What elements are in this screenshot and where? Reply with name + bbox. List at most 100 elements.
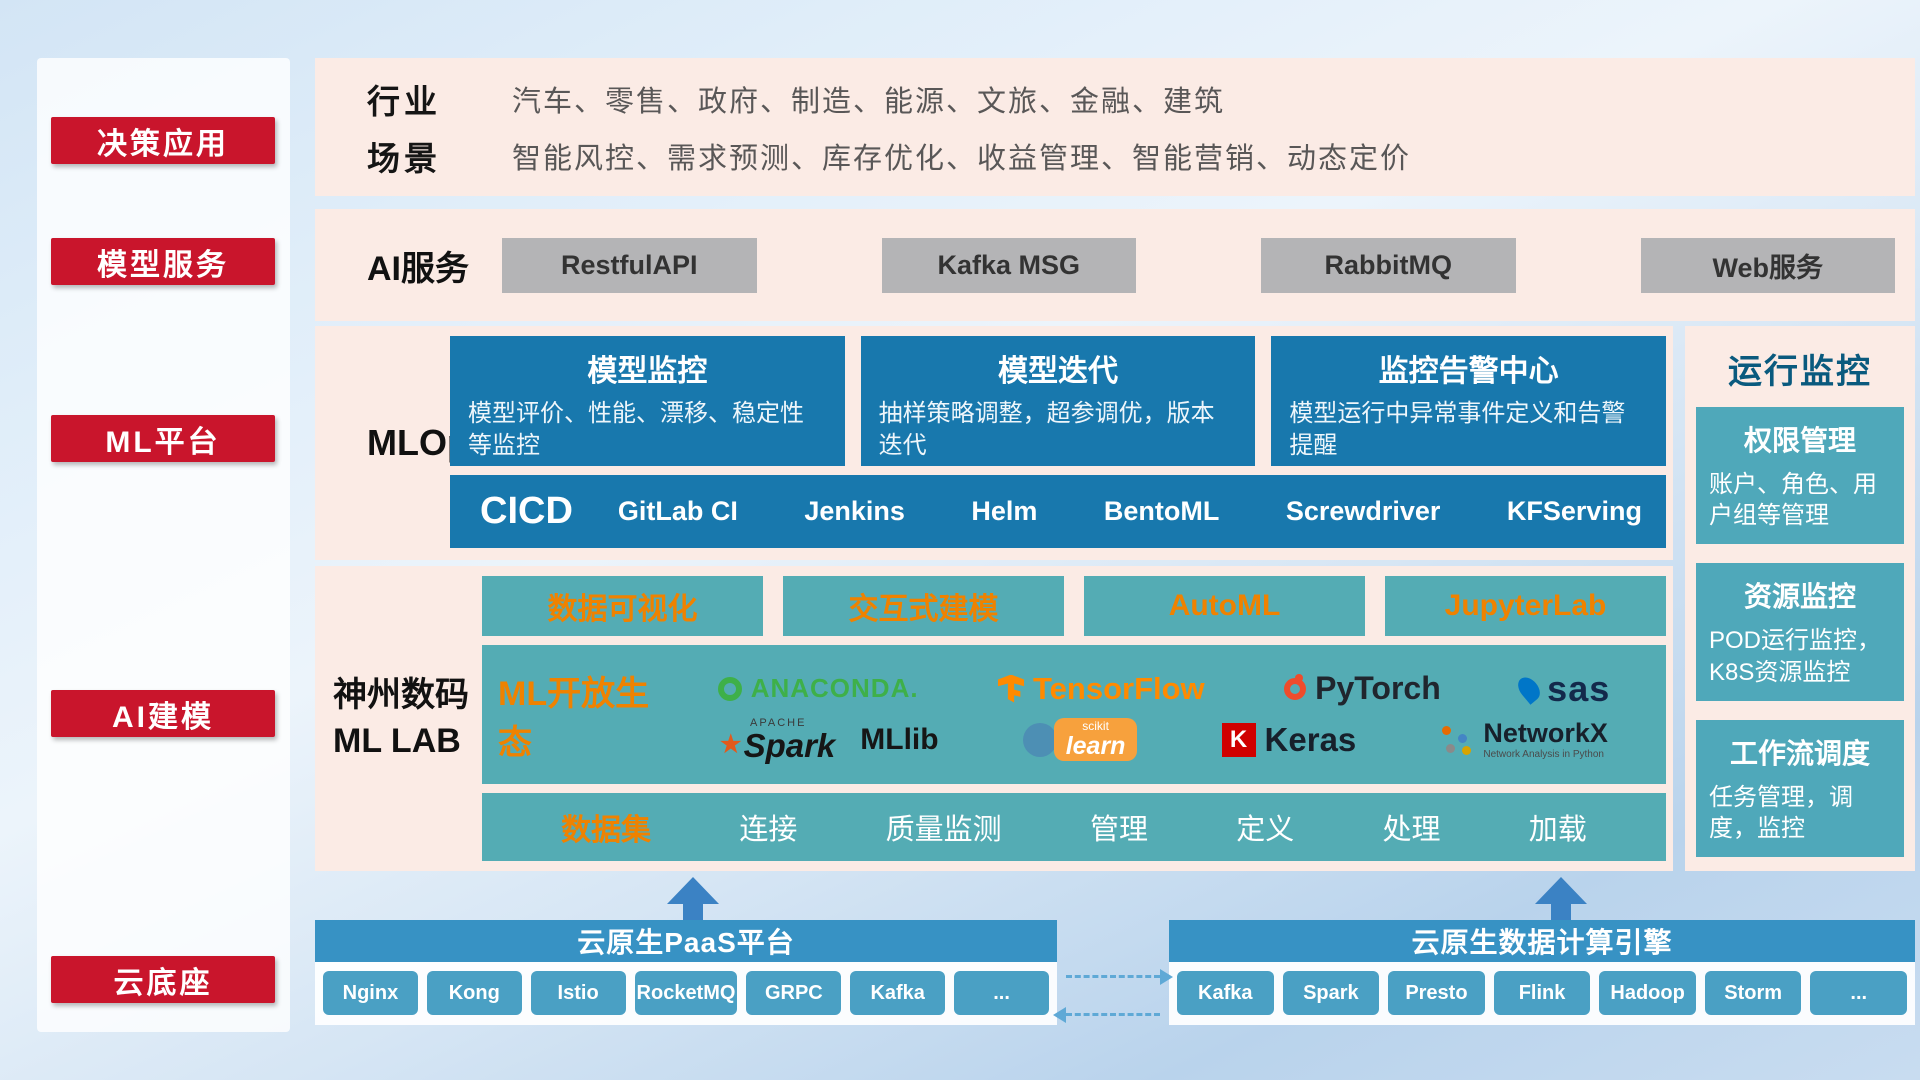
feature-interactive-modeling: 交互式建模: [783, 576, 1064, 636]
dataset-item-process: 处理: [1382, 814, 1441, 846]
mllib-text: MLlib: [860, 722, 939, 756]
ai-services-label: AI服务: [367, 249, 469, 288]
card-desc: POD运行监控，K8S资源监控: [1709, 627, 1882, 686]
keras-icon: K: [1221, 722, 1256, 757]
sas-icon: [1513, 672, 1545, 705]
mlops-panel: MLOps 模型监控 模型评价、性能、漂移、稳定性等监控 模型迭代 抽样策略调整…: [315, 326, 1673, 560]
permission-management-card: 权限管理 账户、角色、用户组等管理: [1696, 407, 1904, 545]
industry-scenario-panel: 行业 汽车、零售、政府、制造、能源、文旅、金融、建筑 场景 智能风控、需求预测、…: [315, 58, 1915, 196]
pytorch-icon: [1284, 673, 1307, 700]
mlops-cards: 模型监控 模型评价、性能、漂移、稳定性等监控 模型迭代 抽样策略调整，超参调优，…: [450, 336, 1667, 466]
scenario-label: 场景: [367, 139, 441, 177]
card-title: 权限管理: [1743, 425, 1856, 456]
ml-ecosystem-box: ML开放生态 ANACONDA. TensorFlow: [482, 645, 1666, 784]
mllab-label: 神州数码 ML LAB: [315, 566, 482, 871]
card-desc: 抽样策略调整，超参调优，版本迭代: [878, 400, 1215, 460]
card-title: 模型监控: [587, 355, 708, 388]
chip-grpc: GRPC: [746, 971, 842, 1015]
paas-platform-title: 云原生PaaS平台: [315, 920, 1057, 962]
chip-istio: Istio: [530, 971, 626, 1015]
networkx-subtitle: Network Analysis in Python: [1483, 748, 1604, 760]
chip-kafka: Kafka: [1177, 971, 1274, 1015]
feature-automl: AutoML: [1084, 576, 1365, 636]
ai-services-buttons: RestfulAPI Kafka MSG RabbitMQ Web服务: [502, 237, 1895, 293]
sas-logo: sas: [1513, 668, 1610, 710]
scenario-line: 场景 智能风控、需求预测、库存优化、收益管理、智能营销、动态定价: [367, 132, 1885, 180]
sidebar-item-cloud-base: 云底座: [51, 956, 275, 1003]
industry-value: 汽车、零售、政府、制造、能源、文旅、金融、建筑: [512, 85, 1226, 118]
networkx-texts: NetworkX Network Analysis in Python: [1483, 718, 1608, 760]
spark-star-icon: ★: [720, 731, 742, 758]
chip-presto: Presto: [1388, 971, 1485, 1015]
dataset-item-load: 加载: [1528, 814, 1587, 846]
pytorch-text: PyTorch: [1315, 670, 1441, 706]
networkx-logo: NetworkX Network Analysis in Python: [1440, 718, 1608, 760]
networkx-icon: [1440, 724, 1474, 756]
data-engine-group: 云原生数据计算引擎 Kafka Spark Presto Flink Hadoo…: [1169, 920, 1915, 1025]
alert-center-card: 监控告警中心 模型运行中异常事件定义和告警提醒: [1271, 336, 1667, 466]
runtime-monitoring-cards: 权限管理 账户、角色、用户组等管理 资源监控 POD运行监控，K8S资源监控 工…: [1696, 407, 1904, 857]
sidebar-item-decision-apps: 决策应用: [51, 117, 275, 164]
card-title: 工作流调度: [1729, 737, 1870, 769]
spark-logo: APACHE ★Spark: [720, 716, 836, 764]
dataset-item-connect: 连接: [739, 814, 798, 846]
chip-rocketmq: RocketMQ: [634, 971, 738, 1015]
cicd-tool-screwdriver: Screwdriver: [1285, 496, 1441, 526]
data-engine-chips: Kafka Spark Presto Flink Hadoop Storm ..…: [1169, 962, 1915, 1025]
ai-service-kafka-msg: Kafka MSG: [881, 237, 1136, 293]
tensorflow-icon: [998, 674, 1025, 703]
cicd-tool-bentoml: BentoML: [1103, 496, 1220, 526]
mlops-content: 模型监控 模型评价、性能、漂移、稳定性等监控 模型迭代 抽样策略调整，超参调优，…: [450, 326, 1673, 560]
industry-label: 行业: [367, 82, 441, 120]
mllab-panel: 神州数码 ML LAB 数据可视化 交互式建模 AutoML JupyterLa…: [315, 566, 1673, 871]
feature-jupyterlab: JupyterLab: [1385, 576, 1666, 636]
card-title: 监控告警中心: [1378, 355, 1559, 388]
mlops-label: MLOps: [367, 422, 489, 463]
mllab-label-line2: ML LAB: [333, 721, 461, 760]
cicd-bar: CICD GitLab CI Jenkins Helm BentoML Scre…: [450, 475, 1666, 548]
sidebar-item-model-services: 模型服务: [51, 238, 275, 285]
dashed-arrow-left-icon: [1053, 1007, 1160, 1023]
anaconda-icon: [717, 676, 742, 701]
chip-more: ...: [954, 971, 1049, 1015]
spark-apache-text: APACHE: [750, 716, 807, 729]
networkx-text: NetworkX: [1483, 718, 1608, 749]
chip-kafka: Kafka: [850, 971, 946, 1015]
spark-mllib-logo: APACHE ★Spark MLlib: [720, 716, 939, 764]
card-title: 模型迭代: [998, 355, 1118, 388]
chip-storm: Storm: [1704, 971, 1802, 1015]
cicd-tool-jenkins: Jenkins: [804, 496, 905, 526]
model-iteration-card: 模型迭代 抽样策略调整，超参调优，版本迭代: [860, 336, 1256, 466]
dataset-item-quality: 质量监测: [885, 814, 1002, 846]
mllab-features: 数据可视化 交互式建模 AutoML JupyterLab: [482, 576, 1666, 636]
pytorch-logo: PyTorch: [1284, 670, 1441, 707]
chip-flink: Flink: [1493, 971, 1591, 1015]
mllab-content: 数据可视化 交互式建模 AutoML JupyterLab ML开放生态 ANA…: [482, 566, 1673, 871]
anaconda-logo: ANACONDA.: [717, 673, 919, 704]
up-arrow-icon-left: [667, 877, 719, 921]
chip-kong: Kong: [426, 971, 522, 1015]
dataset-label: 数据集: [561, 814, 652, 847]
dataset-item-define: 定义: [1236, 814, 1295, 846]
model-monitoring-card: 模型监控 模型评价、性能、漂移、稳定性等监控: [450, 336, 845, 466]
chip-spark: Spark: [1282, 971, 1380, 1015]
ai-service-web: Web服务: [1640, 237, 1895, 293]
runtime-monitoring-title: 运行监控: [1728, 353, 1872, 391]
ecosystem-row-2: APACHE ★Spark MLlib scikit learn: [678, 716, 1650, 764]
chip-more: ...: [1810, 971, 1908, 1015]
cicd-tools: GitLab CI Jenkins Helm BentoML Screwdriv…: [618, 496, 1656, 527]
scikit-learn-badge: scikit learn: [1053, 718, 1138, 761]
chip-hadoop: Hadoop: [1599, 971, 1696, 1015]
sidebar-item-ai-modeling: AI建模: [51, 690, 275, 737]
card-desc: 账户、角色、用户组等管理: [1709, 471, 1877, 530]
cicd-label: CICD: [480, 490, 573, 532]
card-desc: 任务管理，调度，监控: [1709, 783, 1853, 842]
spark-text: ★Spark: [720, 726, 836, 764]
ml-ecosystem-label: ML开放生态: [498, 674, 650, 762]
ai-service-rabbitmq: RabbitMQ: [1261, 237, 1516, 293]
card-desc: 模型运行中异常事件定义和告警提醒: [1289, 400, 1626, 460]
card-desc: 模型评价、性能、漂移、稳定性等监控: [468, 400, 804, 460]
sidebar: 决策应用 模型服务 ML平台 AI建模 云底座: [37, 58, 290, 1032]
tensorflow-text: TensorFlow: [1033, 670, 1205, 706]
